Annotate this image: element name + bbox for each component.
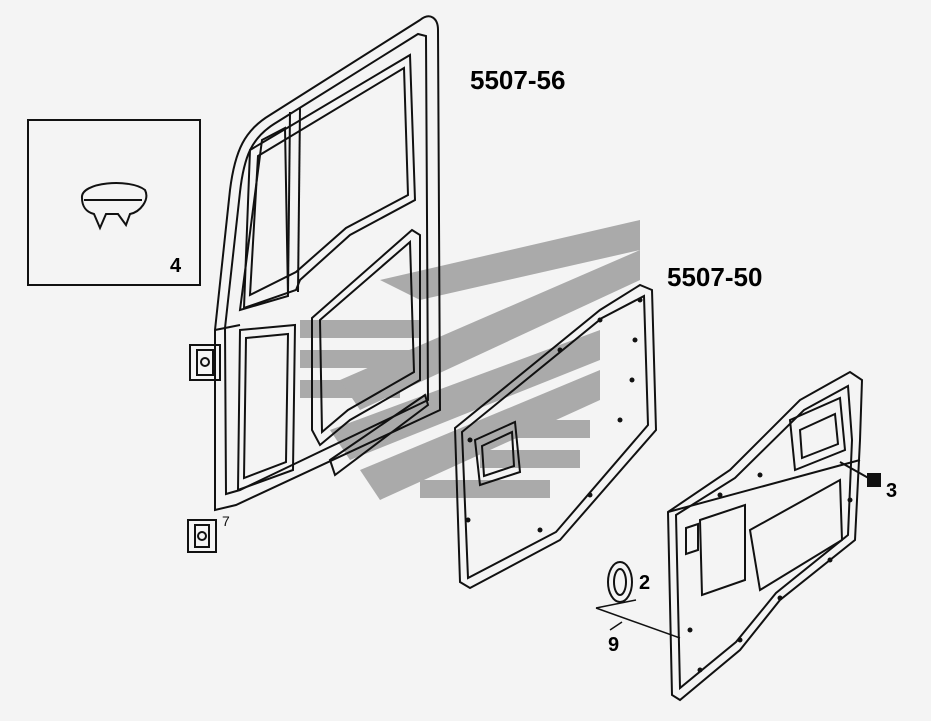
- inner-panel: [453, 283, 658, 590]
- trim-holes: [687, 472, 853, 673]
- callout-3: 3: [886, 480, 898, 502]
- door-shell: [214, 15, 442, 512]
- door-part-number: 5507-56: [470, 65, 566, 95]
- panel-part-number: 5507-50: [667, 262, 763, 292]
- leader-lines: [595, 599, 681, 639]
- handle-bezel: [607, 561, 633, 603]
- callout-2: 2: [639, 572, 651, 594]
- callout-9: 9: [608, 634, 620, 656]
- hinge-upper: [189, 344, 221, 381]
- panel-holes: [465, 297, 643, 533]
- hinge-lower: [187, 519, 217, 553]
- callout-4: 4: [170, 255, 182, 277]
- trim-panel: [666, 370, 864, 702]
- screw-part: [839, 461, 881, 487]
- watermark-logo: [300, 220, 640, 500]
- inset-box: [27, 119, 201, 286]
- hinge-mark-text: 7: [222, 513, 230, 529]
